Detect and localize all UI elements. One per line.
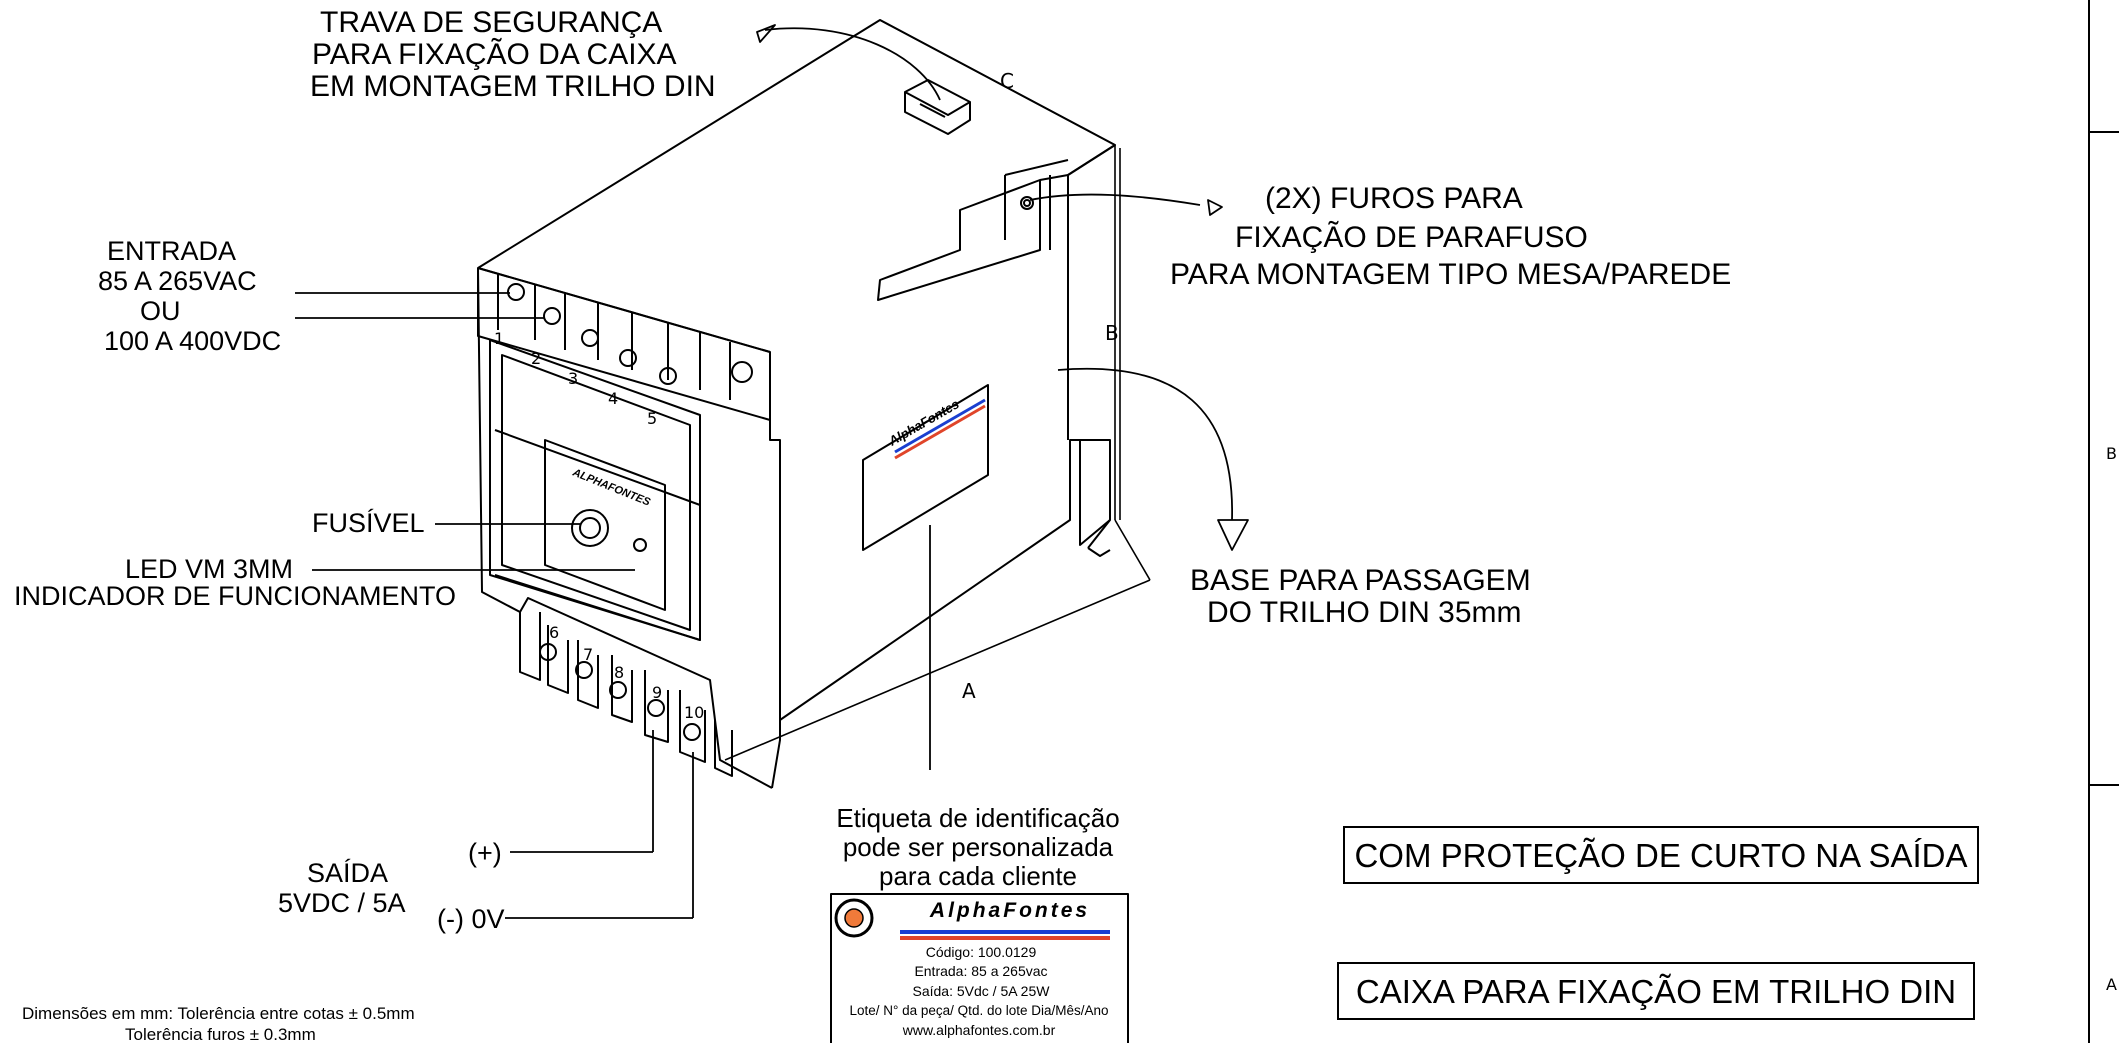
base-line-1: BASE PARA PASSAGEM <box>1190 564 1531 597</box>
card-line-lote: Lote/ N° da peça/ Qtd. do lote Dia/Mês/A… <box>849 1003 1108 1018</box>
furos-line-2: FIXAÇÃO DE PARAFUSO <box>1235 220 1588 254</box>
entrada-line-1: ENTRADA <box>107 236 236 266</box>
etiqueta-line-1: Etiqueta de identificação <box>836 803 1119 833</box>
terminal-number: 5 <box>647 409 657 428</box>
led-line-1: LED VM 3MM <box>125 554 293 584</box>
entrada-line-4: 100 A 400VDC <box>104 326 281 356</box>
terminal-screws-top <box>507 283 753 385</box>
frame-zone-letter: B <box>2106 444 2117 463</box>
base-line-2: DO TRILHO DIN 35mm <box>1207 596 1522 629</box>
card-line-codigo: Código: 100.0129 <box>926 944 1037 960</box>
saida-line-2: 5VDC / 5A <box>278 888 406 918</box>
frame-zone-letter: A <box>2106 975 2117 994</box>
trava-line-2: PARA FIXAÇÃO DA CAIXA <box>312 37 677 71</box>
saida-line-1: SAÍDA <box>307 858 388 888</box>
terminal-number: 3 <box>568 369 578 388</box>
brand-logo-icon <box>834 898 874 938</box>
card-line-site: www.alphafontes.com.br <box>902 1022 1056 1038</box>
terminal-number: 6 <box>549 623 559 642</box>
pos-label: (+) <box>468 838 502 868</box>
dimension-a-label: A <box>962 679 976 703</box>
tolerance-line-2: Tolerência furos ± 0.3mm <box>125 1025 316 1043</box>
fuse-holder <box>571 509 609 547</box>
note-short-circuit-protection: COM PROTEÇÃO DE CURTO NA SAÍDA <box>1343 826 1979 884</box>
terminal-number: 2 <box>531 349 541 368</box>
dimension-c-label: C <box>1000 69 1014 93</box>
side-label <box>862 384 989 551</box>
front-panel <box>544 439 666 611</box>
card-line-entrada: Entrada: 85 a 265vac <box>914 963 1047 979</box>
led-line-2: INDICADOR DE FUNCIONAMENTO <box>14 581 456 611</box>
trava-line-1: TRAVA DE SEGURANÇA <box>320 6 662 39</box>
furos-line-3: PARA MONTAGEM TIPO MESA/PAREDE <box>1170 258 1731 291</box>
tolerance-line-1: Dimensões em mm: Tolerência entre cotas … <box>22 1004 415 1023</box>
terminal-screws-bottom <box>539 643 701 741</box>
card-line-saida: Saída: 5Vdc / 5A 25W <box>913 983 1051 999</box>
label-card <box>830 893 1129 1043</box>
furos-line-1: (2X) FUROS PARA <box>1265 182 1523 215</box>
entrada-line-2: 85 A 265VAC <box>98 266 257 296</box>
etiqueta-line-2: pode ser personalizada <box>843 832 1114 862</box>
dimension-lines <box>724 19 1151 761</box>
dimension-b-label: B <box>1105 321 1119 345</box>
enclosure-body <box>477 19 1116 789</box>
card-brand: AlphaFontes <box>929 899 1090 922</box>
fusivel-label: FUSÍVEL <box>312 508 425 538</box>
neg-label: (-) 0V <box>437 904 505 934</box>
terminal-number: 10 <box>684 703 704 722</box>
terminal-number: 8 <box>614 663 624 682</box>
etiqueta-line-3: para cada cliente <box>879 861 1077 891</box>
led-indicator <box>633 538 647 552</box>
trava-line-3: EM MONTAGEM TRILHO DIN <box>310 70 716 103</box>
leader-lines <box>295 24 1249 919</box>
terminal-number: 4 <box>608 389 618 408</box>
terminal-number: 9 <box>652 683 662 702</box>
entrada-line-3: OU <box>140 296 181 326</box>
terminal-number: 1 <box>494 329 504 348</box>
terminal-number: 7 <box>583 645 593 664</box>
note-din-rail-enclosure: CAIXA PARA FIXAÇÃO EM TRILHO DIN <box>1337 962 1975 1020</box>
